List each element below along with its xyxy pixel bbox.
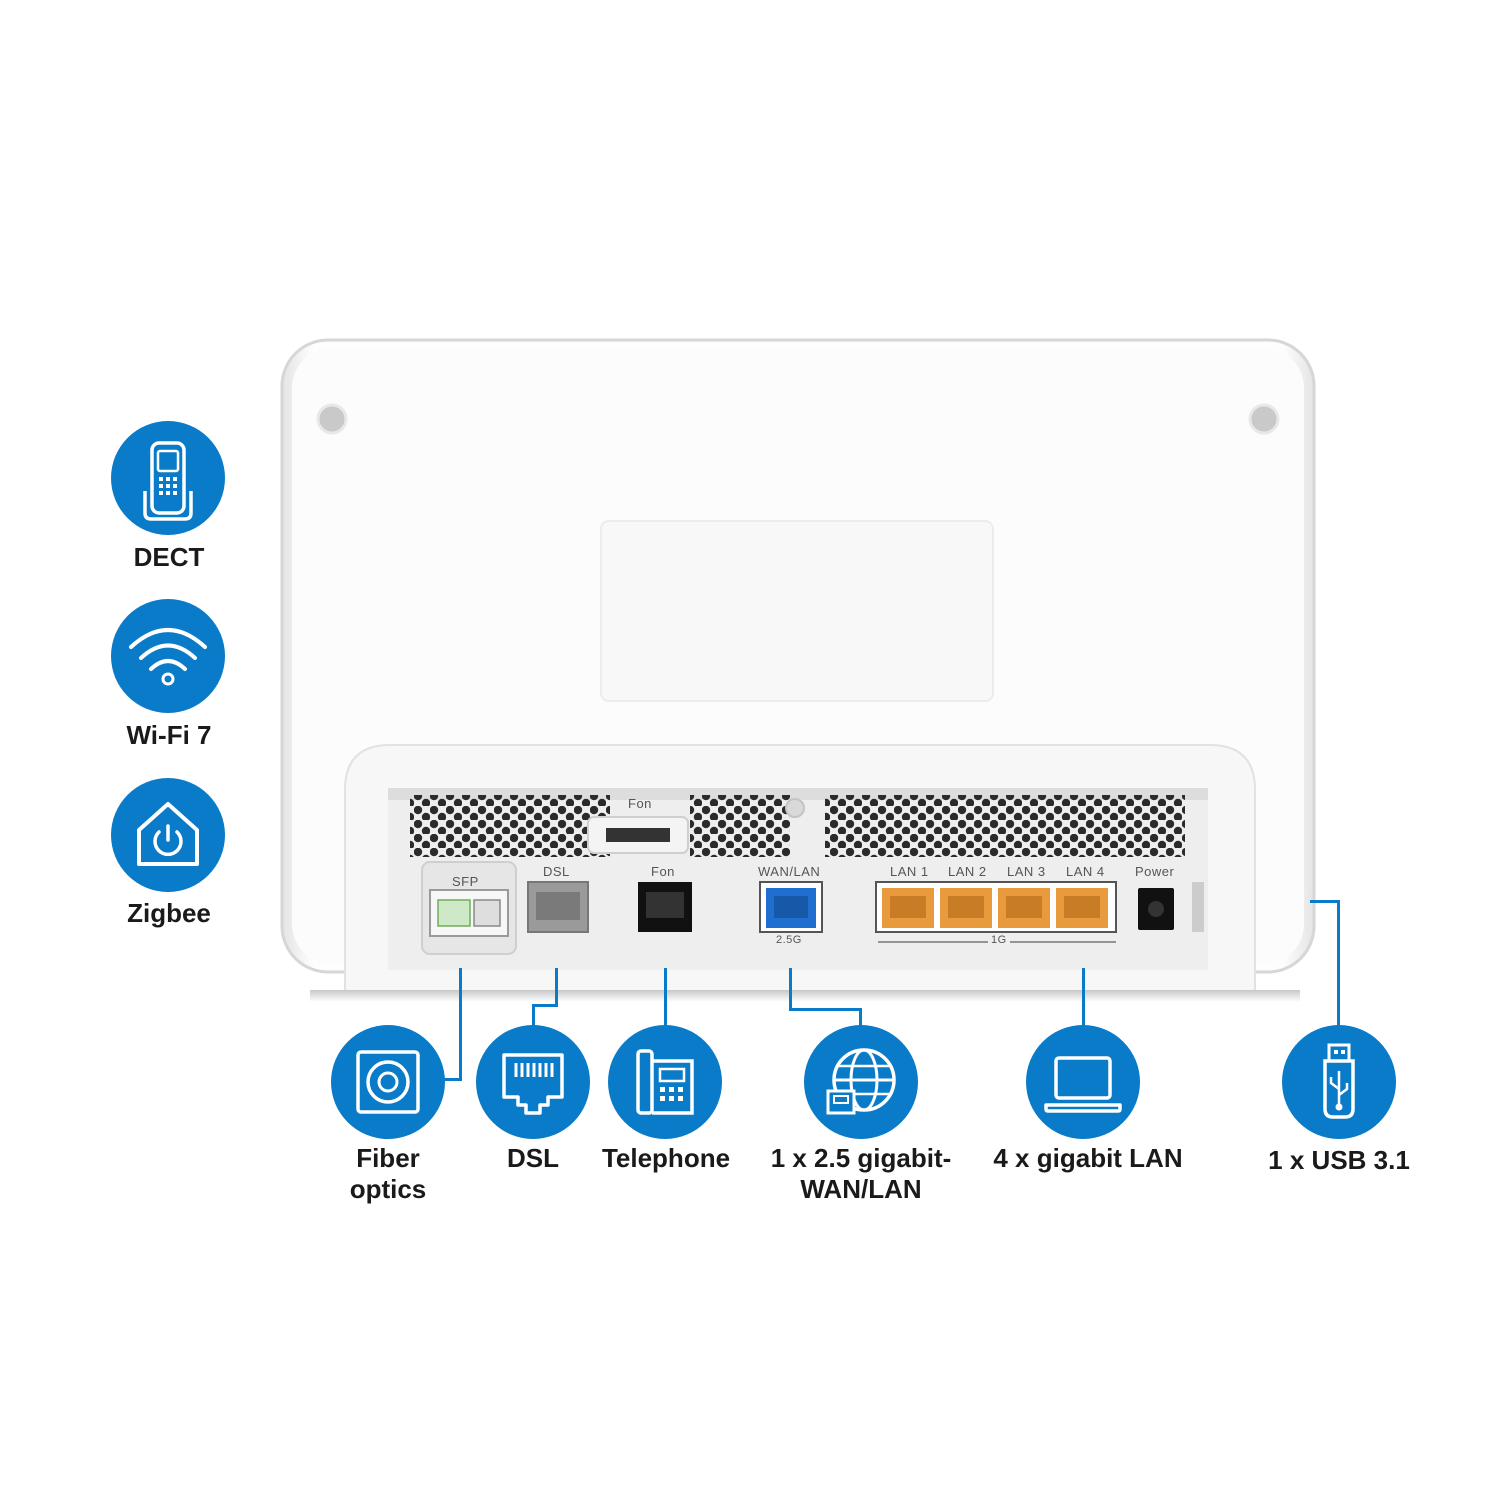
zigbee-label: Zigbee (127, 898, 211, 928)
lan1-label: LAN 1 (890, 864, 929, 879)
telephone-icon (636, 1049, 694, 1115)
power-label: Power (1135, 864, 1175, 879)
fiber-optic-icon (356, 1050, 420, 1114)
wifi-label: Wi-Fi 7 (126, 720, 212, 750)
cordless-phone-icon (143, 441, 193, 521)
fon-port-label: Fon (651, 864, 675, 879)
wan-lan-badge (804, 1025, 918, 1139)
laptop-icon (1044, 1056, 1122, 1113)
globe-network-icon (826, 1048, 896, 1115)
dsl-port-label: DSL (543, 864, 570, 879)
lan3-label: LAN 3 (1007, 864, 1046, 879)
dect-label: DECT (133, 542, 205, 572)
dsl-label: DSL (507, 1143, 559, 1173)
usb-icon (1323, 1043, 1355, 1119)
zigbee-badge (111, 778, 225, 892)
usb-badge (1282, 1025, 1396, 1139)
telephone-label: Telephone (601, 1143, 731, 1173)
usb-label: 1 x USB 3.1 (1268, 1145, 1410, 1175)
dsl-badge (476, 1025, 590, 1139)
smart-home-icon (137, 802, 199, 866)
lan-badge (1026, 1025, 1140, 1139)
dsl-port-icon (502, 1053, 564, 1115)
fon-top-label: Fon (628, 796, 652, 811)
wan-lan-port-label: WAN/LAN (758, 864, 821, 879)
lan4-label: LAN 4 (1066, 864, 1105, 879)
wifi-icon (129, 628, 207, 686)
wan-lan-label: 1 x 2.5 gigabit- WAN/LAN (770, 1143, 952, 1204)
wifi-badge (111, 599, 225, 713)
lan2-label: LAN 2 (948, 864, 987, 879)
lan-label: 4 x gigabit LAN (993, 1143, 1183, 1173)
fiber-optics-badge (331, 1025, 445, 1139)
lan-speed-label: 1G (988, 934, 1010, 946)
fiber-optics-label: Fiber optics (349, 1143, 427, 1204)
wan-speed-label: 2.5G (776, 934, 802, 946)
dect-badge (111, 421, 225, 535)
sfp-label: SFP (452, 874, 479, 889)
telephone-badge (608, 1025, 722, 1139)
